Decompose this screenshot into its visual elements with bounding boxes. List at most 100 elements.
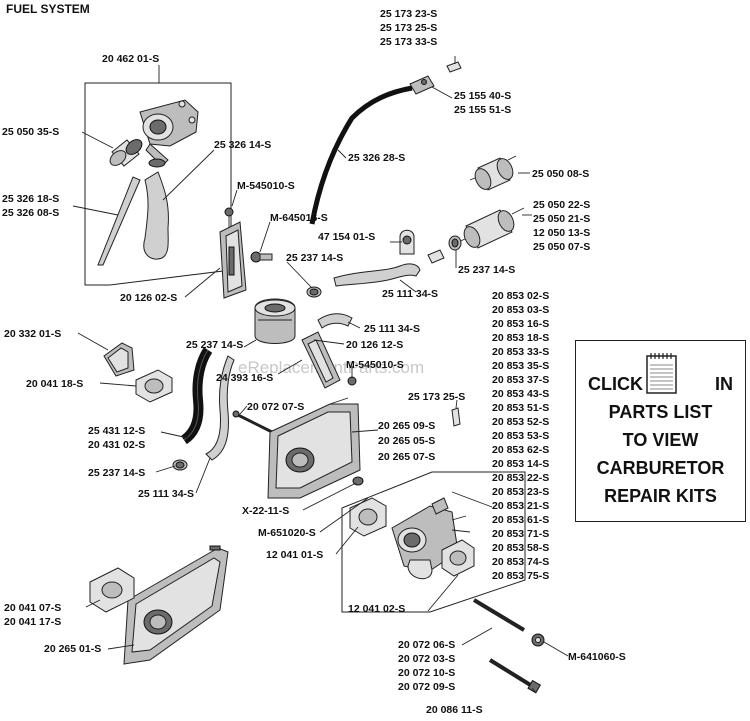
label-20-072-09: 20 072 09-S	[398, 681, 455, 693]
label-20-853-58: 20 853 58-S	[492, 542, 549, 554]
small-tube-c-drawing	[451, 407, 461, 427]
label-20-853-74: 20 853 74-S	[492, 556, 549, 568]
fuel-connector-drawing	[409, 75, 435, 95]
label-25-050-21: 25 050 21-S	[533, 213, 590, 225]
fuel-hose-b-drawing	[317, 313, 353, 329]
stud-a-drawing	[232, 410, 273, 434]
hose-clamp-c-drawing	[172, 459, 188, 471]
label-25-173-25: 25 173 25-S	[380, 22, 437, 34]
fuel-hose-curved-drawing	[143, 171, 169, 260]
label-20-853-22: 20 853 22-S	[492, 472, 549, 484]
label-47-154-01: 47 154 01-S	[318, 231, 375, 243]
fuel-pump-drawing	[139, 99, 199, 168]
label-25-111-34-b: 25 111 34-S	[364, 323, 420, 335]
label-25-111-34-a: 25 111 34-S	[382, 288, 438, 300]
label-20-265-01: 20 265 01-S	[44, 643, 101, 655]
label-x-22-11: X-22-11-S	[242, 505, 289, 517]
fuel-filter-small-drawing	[109, 139, 143, 167]
label-20-853-33: 20 853 33-S	[492, 346, 549, 358]
label-12-041-01: 12 041 01-S	[266, 549, 323, 561]
label-20-265-07: 20 265 07-S	[378, 451, 435, 463]
label-20-853-52: 20 853 52-S	[492, 416, 549, 428]
label-20-086-11: 20 086 11-S	[426, 704, 483, 716]
pump-bracket-drawing	[219, 221, 247, 299]
label-20-853-02: 20 853 02-S	[492, 290, 549, 302]
label-25-050-22: 25 050 22-S	[533, 199, 590, 211]
kit-click-text: CLICK	[588, 374, 643, 394]
fuel-hose-c-drawing	[205, 355, 235, 461]
nut-drawing	[531, 633, 545, 647]
small-tube-b-drawing	[427, 249, 445, 264]
kit-in-text: IN	[715, 374, 733, 394]
fuel-hose-black-drawing	[180, 347, 213, 445]
label-25-326-14: 25 326 14-S	[214, 139, 271, 151]
carburetor-repair-kits-link[interactable]: CLICK IN PARTS LIST TO VIEW CARBURETOR R…	[575, 340, 746, 522]
gasket-a-drawing	[135, 369, 173, 403]
kit-carburetor-text: CARBURETOR	[596, 458, 725, 478]
label-20-072-06: 20 072 06-S	[398, 639, 455, 651]
label-20-072-07: 20 072 07-S	[247, 401, 304, 413]
fuel-pump-group-box	[84, 82, 232, 286]
label-20-853-35: 20 853 35-S	[492, 360, 549, 372]
label-25-173-33: 25 173 33-S	[380, 36, 437, 48]
small-tube-drawing	[446, 61, 462, 73]
label-20-853-16: 20 853 16-S	[492, 318, 549, 330]
label-25-237-14-a: 25 237 14-S	[286, 252, 343, 264]
label-25-173-25-b: 25 173 25-S	[408, 391, 465, 403]
label-20-853-71: 20 853 71-S	[492, 528, 549, 540]
label-24-393-16: 24 393 16-S	[216, 372, 273, 384]
label-25-237-14-c: 25 237 14-S	[186, 339, 243, 351]
inline-fuel-filter-top-drawing	[469, 155, 517, 191]
label-12-050-13: 12 050 13-S	[533, 227, 590, 239]
label-20-041-17: 20 041 17-S	[4, 616, 61, 628]
label-20-332-01: 20 332 01-S	[4, 328, 61, 340]
label-25-326-18: 25 326 18-S	[2, 193, 59, 205]
bolt-drawing	[488, 658, 542, 694]
label-20-853-14: 20 853 14-S	[492, 458, 549, 470]
label-25-050-08: 25 050 08-S	[532, 168, 589, 180]
label-25-237-14-d: 25 237 14-S	[88, 467, 145, 479]
engine-fuel-pump-drawing	[254, 298, 296, 344]
fuel-hose-straight-drawing	[97, 176, 141, 266]
gasket-b-drawing	[89, 567, 135, 613]
kit-repair-kits-text: REPAIR KITS	[604, 486, 717, 506]
label-25-326-28: 25 326 28-S	[348, 152, 405, 164]
label-20-853-53: 20 853 53-S	[492, 430, 549, 442]
hose-clamp-b-drawing	[306, 286, 322, 298]
label-20-041-07: 20 041 07-S	[4, 602, 61, 614]
fuel-line-clip-drawing	[399, 229, 415, 255]
label-20-072-10: 20 072 10-S	[398, 667, 455, 679]
label-25-155-40: 25 155 40-S	[454, 90, 511, 102]
label-20-853-21: 20 853 21-S	[492, 500, 549, 512]
label-m-641060: M-641060-S	[568, 651, 626, 663]
label-20-853-23: 20 853 23-S	[492, 486, 549, 498]
carburetor-group-box	[341, 471, 526, 613]
label-20-265-09: 20 265 09-S	[378, 420, 435, 432]
label-m-645016: M-645016-S	[270, 212, 328, 224]
label-20-853-03: 20 853 03-S	[492, 304, 549, 316]
label-25-111-34-c: 25 111 34-S	[138, 488, 194, 500]
label-m-545010-a: M-545010-S	[237, 180, 295, 192]
kit-parts-list-text: PARTS LIST	[608, 402, 713, 422]
label-25-050-35: 25 050 35-S	[2, 126, 59, 138]
label-20-853-61: 20 853 61-S	[492, 514, 549, 526]
label-25-173-23: 25 173 23-S	[380, 8, 437, 20]
intake-manifold-upper-drawing	[267, 397, 361, 499]
fuel-bracket-drawing	[301, 331, 341, 389]
hose-clamp-a-drawing	[448, 235, 462, 251]
label-20-265-05: 20 265 05-S	[378, 435, 435, 447]
label-20-462-01: 20 462 01-S	[102, 53, 159, 65]
screw-m545010-drawing	[224, 207, 234, 228]
label-20-853-18: 20 853 18-S	[492, 332, 549, 344]
label-20-126-12: 20 126 12-S	[346, 339, 403, 351]
kit-to-view-text: TO VIEW	[622, 430, 699, 450]
label-20-853-62: 20 853 62-S	[492, 444, 549, 456]
label-20-853-51: 20 853 51-S	[492, 402, 549, 414]
inline-fuel-filter-mid-drawing	[455, 207, 525, 249]
fuel-hose-a-drawing	[333, 263, 421, 287]
label-m-651020: M-651020-S	[258, 527, 316, 539]
intake-manifold-lower-drawing	[123, 545, 229, 665]
stud-b-drawing	[472, 598, 526, 632]
carburetor-gasket-bottom-drawing	[441, 539, 475, 577]
